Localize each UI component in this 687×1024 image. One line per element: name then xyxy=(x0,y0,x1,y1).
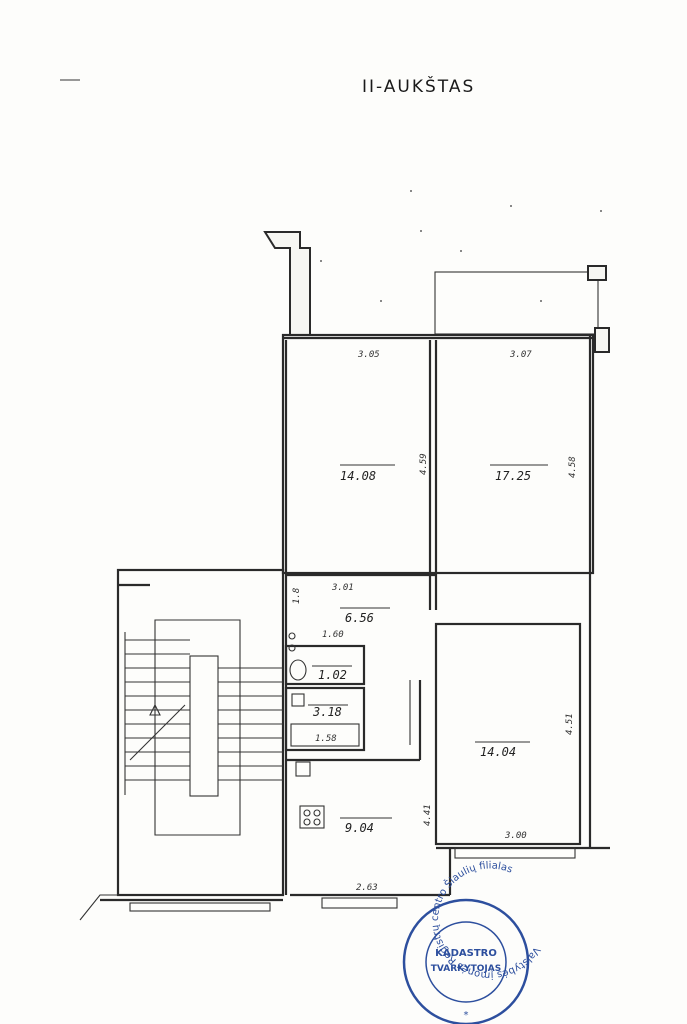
dim-160: 1.60 xyxy=(322,630,344,640)
stamp-ring-text: Valstybės įmonės Registrų centro Šiaulių… xyxy=(407,838,572,1002)
window-bottom-right xyxy=(454,847,576,859)
balcony-post xyxy=(587,265,607,281)
upper-rooms-outline xyxy=(281,333,595,575)
burner xyxy=(313,818,321,826)
stamp-star: * xyxy=(464,1010,469,1021)
dim-307: 3.07 xyxy=(509,350,532,360)
top-right-pier xyxy=(594,327,610,353)
window-kitchen xyxy=(321,897,398,909)
room3-area: 14.04 xyxy=(480,745,516,759)
registry-stamp: Valstybės įmonės Registrų centro Šiaulių… xyxy=(402,838,572,1024)
room1-area: 14.08 xyxy=(340,469,376,483)
dim-458: 4.58 xyxy=(568,456,578,478)
stamp-line2: TVARKYTOJAS xyxy=(431,964,501,974)
bathtub xyxy=(290,723,360,747)
hall-fixture-2 xyxy=(288,644,296,652)
bath-dim: 1.58 xyxy=(315,734,337,744)
burner xyxy=(303,818,311,826)
balcony xyxy=(434,271,599,335)
bath-area: 3.18 xyxy=(312,705,342,719)
dim-18: 1.8 xyxy=(292,588,302,604)
burner xyxy=(303,809,311,817)
stamp-line1: KADASTRO xyxy=(435,948,497,959)
sink-icon xyxy=(291,693,305,707)
room3-outline xyxy=(434,622,582,846)
dim-459: 4.59 xyxy=(419,453,429,475)
stove-icon xyxy=(299,805,325,829)
bath-outline xyxy=(284,686,366,752)
dim-263: 2.63 xyxy=(356,883,378,893)
wall-stub xyxy=(263,231,311,336)
kitchen-area: 9.04 xyxy=(345,821,374,835)
dim-441: 4.41 xyxy=(423,804,433,826)
toilet-icon xyxy=(289,659,307,681)
scan-noise xyxy=(320,190,602,302)
hall-area: 6.56 xyxy=(345,611,374,625)
floor-title: II-AUKŠTAS xyxy=(362,75,475,97)
kitchen-vent xyxy=(295,761,311,777)
burner xyxy=(313,809,321,817)
svg-text:Valstybės įmonės Registrų cent: Valstybės įmonės Registrų centro Šiaulių… xyxy=(407,838,572,1002)
stairwell xyxy=(79,568,285,921)
hall-fixture xyxy=(288,632,296,640)
wc-area: 1.02 xyxy=(318,668,347,682)
room2-area: 17.25 xyxy=(495,469,531,483)
dim-301: 3.01 xyxy=(331,583,354,593)
dim-300: 3.00 xyxy=(504,831,527,841)
dim-305: 3.05 xyxy=(357,350,380,360)
wc-outline xyxy=(284,644,366,686)
dim-451: 4.51 xyxy=(565,713,575,735)
